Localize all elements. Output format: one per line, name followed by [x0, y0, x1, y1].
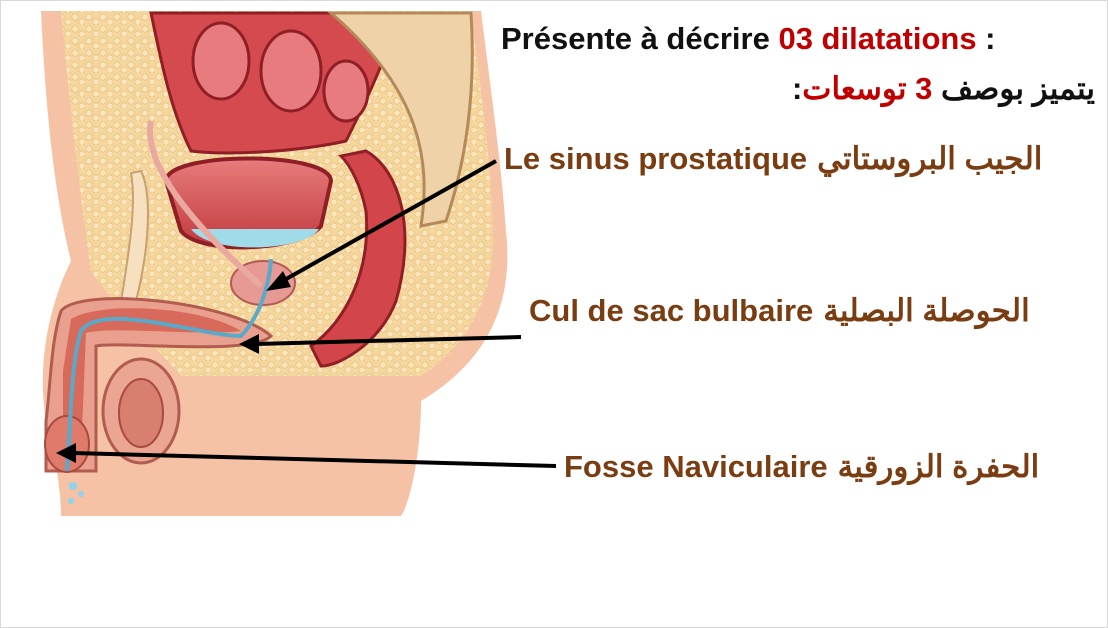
label-sinus-prostatique: Le sinus prostatique الجيب البروستاتي: [504, 141, 1042, 177]
urethra: [65, 258, 273, 472]
arrows: [56, 159, 557, 468]
vas-deferens: [147, 120, 264, 289]
label-fr: Cul de sac bulbaire: [529, 293, 814, 328]
arrow-cul-de-sac: [255, 335, 522, 346]
arrowhead-1: [266, 271, 291, 291]
label-fr: Fosse Naviculaire: [564, 449, 828, 484]
arrow-sinus-prostatique: [278, 159, 497, 285]
title-arabic: يتميز بوصف 3 توسعات:: [791, 71, 1095, 106]
label-ar: الجيب البروستاتي: [817, 141, 1043, 176]
arrowhead-2: [239, 334, 259, 354]
penis: [44, 297, 274, 473]
label-ar: الحفرة الزورقية: [837, 449, 1040, 484]
sacrum: [326, 11, 474, 228]
label-fosse-naviculaire: Fosse Naviculaire الحفرة الزورقية: [564, 449, 1039, 485]
rectum: [309, 149, 407, 368]
bladder-fluid: [191, 229, 319, 248]
label-fr: Le sinus prostatique: [504, 141, 808, 176]
bladder: [163, 156, 334, 250]
title-french: Présente à décrire 03 dilatations :: [501, 21, 996, 56]
arrow-fosse-naviculaire: [72, 451, 557, 468]
label-cul-de-sac-bulbaire: Cul de sac bulbaire الحوصلة البصلية: [529, 293, 1030, 329]
arrowhead-3: [56, 443, 76, 463]
label-ar: الحوصلة البصلية: [823, 293, 1030, 328]
